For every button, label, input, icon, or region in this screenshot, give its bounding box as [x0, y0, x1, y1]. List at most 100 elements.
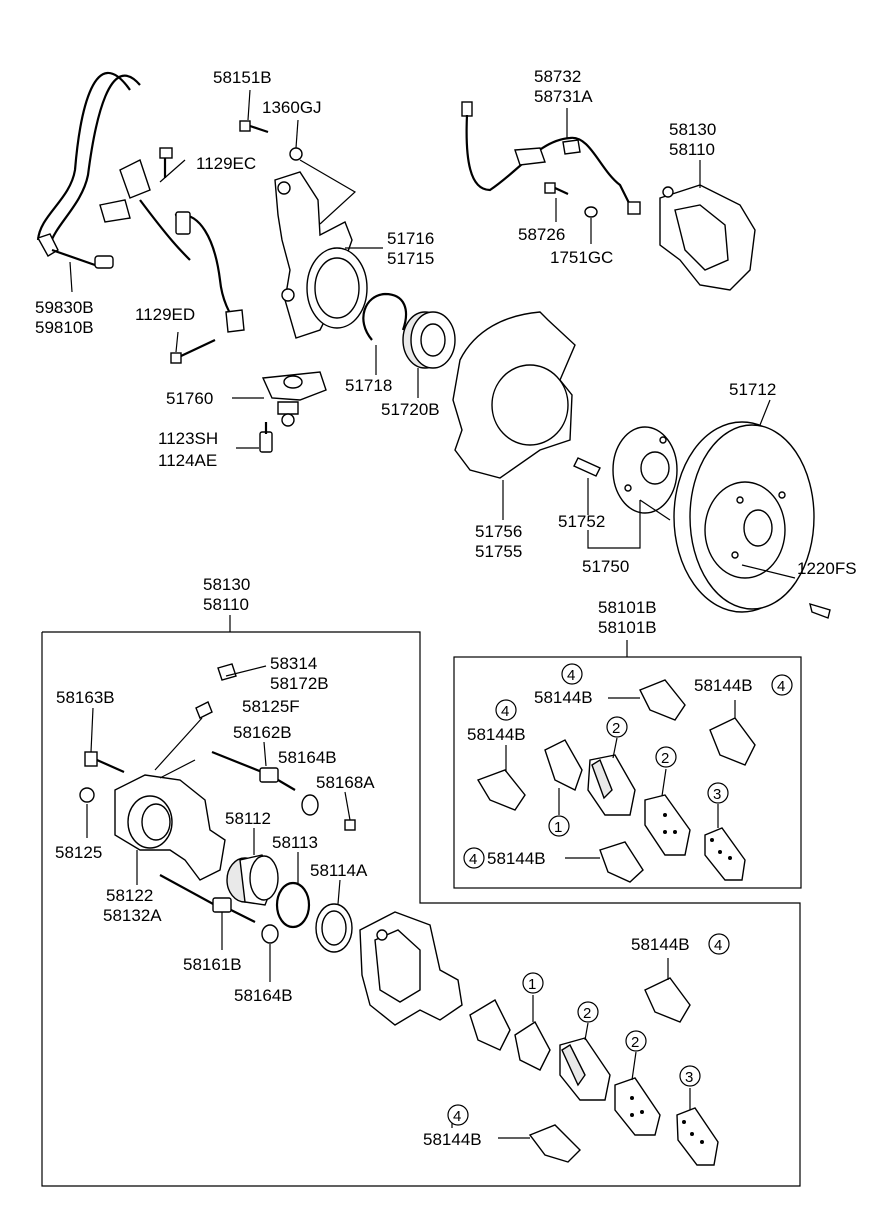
- bolt-1123sh: [259, 422, 273, 453]
- bolt-58151b: [239, 120, 269, 134]
- svg-text:2: 2: [661, 750, 669, 767]
- label-58112: 58112: [225, 809, 272, 828]
- hub-bolt-51752: [573, 457, 601, 477]
- boot-58164b-top: [301, 794, 319, 816]
- svg-text:1: 1: [554, 819, 562, 836]
- pad-outer-2-kit: [644, 794, 691, 856]
- bolt-1129ec: [159, 147, 173, 178]
- label-1123sh: 1123SH: [158, 429, 219, 448]
- label-58168a: 58168A: [316, 773, 375, 792]
- label-1360gj: 1360GJ: [262, 98, 322, 117]
- clip-lower-bottom: [528, 1124, 581, 1163]
- callout-circles: 4 4 4 2 2 3 1 4 4 1 2 2 3 4: [447, 663, 793, 1126]
- svg-text:4: 4: [714, 937, 722, 954]
- label-58113: 58113: [272, 833, 319, 852]
- svg-text:3: 3: [685, 1069, 693, 1086]
- label-58732: 58732: [534, 67, 582, 86]
- label-58110-top: 58110: [669, 140, 716, 159]
- clip-kit-top-right: [709, 717, 756, 766]
- svg-text:2: 2: [631, 1034, 639, 1051]
- label-51760: 51760: [166, 389, 214, 408]
- label-51720b: 51720B: [381, 400, 440, 419]
- bolt-1129ed: [170, 339, 216, 364]
- label-1129ec: 1129EC: [196, 154, 257, 173]
- seal-58113: [275, 881, 311, 929]
- svg-text:2: 2: [583, 1005, 591, 1022]
- label-1751gc: 1751GC: [550, 248, 614, 267]
- label-1220fs: 1220FS: [797, 559, 857, 578]
- svg-text:4: 4: [501, 703, 509, 720]
- label-58122: 58122: [106, 886, 154, 905]
- label-51712: 51712: [729, 380, 777, 399]
- label-58726: 58726: [518, 225, 566, 244]
- label-58130-top: 58130: [669, 120, 717, 139]
- label-58101b-b: 58101B: [598, 618, 657, 637]
- label-58114a: 58114A: [310, 861, 368, 880]
- label-58125f: 58125F: [242, 697, 300, 716]
- ball-joint-51760: [261, 371, 327, 427]
- label-58164b-bottom: 58164B: [234, 986, 293, 1005]
- caliper-frame: [41, 615, 801, 1187]
- guide-pin-58162b: [211, 750, 296, 791]
- label-59810b: 59810B: [35, 318, 94, 337]
- svg-text:2: 2: [612, 720, 620, 737]
- svg-text:4: 4: [453, 1108, 461, 1125]
- label-58163b: 58163B: [56, 688, 115, 707]
- piston-58112: [226, 854, 279, 906]
- clip-kit-left: [476, 769, 526, 811]
- label-58144b-4: 58144B: [487, 849, 546, 868]
- shim-1-kit: [544, 739, 583, 791]
- caliper-carrier: [359, 911, 463, 1026]
- wheel-bearing-51720b: [402, 311, 456, 369]
- label-58132a: 58132A: [103, 906, 162, 925]
- screw-1220fs: [809, 602, 831, 619]
- svg-text:1: 1: [528, 976, 536, 993]
- shim-3-lower: [676, 1107, 719, 1166]
- bolt-58163b: [84, 751, 125, 774]
- dust-shield-51756: [452, 311, 576, 479]
- label-1124ae: 1124AE: [158, 451, 218, 470]
- guide-pin-58161b: [159, 874, 256, 923]
- label-58161b: 58161B: [183, 955, 242, 974]
- label-51752: 51752: [558, 512, 606, 531]
- label-51755: 51755: [475, 542, 523, 561]
- label-58101b-a: 58101B: [598, 598, 657, 617]
- wheel-hub-51750: [612, 426, 678, 514]
- label-58110-mid: 58110: [203, 595, 250, 614]
- clip-lower-right: [644, 977, 691, 1023]
- label-51718: 51718: [345, 376, 393, 395]
- label-58162b: 58162B: [233, 723, 292, 742]
- label-58144b-3: 58144B: [467, 725, 526, 744]
- label-58144b-2: 58144B: [694, 676, 753, 695]
- label-58164b-top: 58164B: [278, 748, 337, 767]
- shim-1-lower: [469, 999, 551, 1071]
- brake-hose-58732: [461, 101, 641, 215]
- cap-58314: [217, 663, 237, 681]
- cap-58168a: [344, 819, 356, 831]
- label-58144b-5: 58144B: [631, 935, 690, 954]
- caliper-body-58122: [114, 774, 226, 881]
- svg-text:3: 3: [713, 786, 721, 803]
- shim-3-kit: [704, 827, 746, 881]
- svg-text:4: 4: [567, 667, 575, 684]
- nut-58125: [79, 787, 95, 803]
- label-59830b: 59830B: [35, 298, 94, 317]
- snap-ring-51718: [362, 292, 408, 341]
- nut-1360gj: [289, 147, 303, 161]
- label-58130-mid: 58130: [203, 575, 251, 594]
- abs-sensor-cable: [36, 72, 245, 333]
- label-58144b-1: 58144B: [534, 688, 593, 707]
- caliper-top-58130: [659, 184, 756, 291]
- label-58151b: 58151B: [213, 68, 272, 87]
- label-1129ed: 1129ED: [135, 305, 196, 324]
- label-58314: 58314: [270, 654, 318, 673]
- label-58172b: 58172B: [270, 674, 329, 693]
- label-58125: 58125: [55, 843, 103, 862]
- svg-text:4: 4: [777, 678, 785, 695]
- boot-58164b-bottom: [261, 924, 279, 944]
- label-51756: 51756: [475, 522, 523, 541]
- label-51716: 51716: [387, 229, 435, 248]
- svg-text:4: 4: [469, 851, 477, 868]
- label-51750: 51750: [582, 557, 630, 576]
